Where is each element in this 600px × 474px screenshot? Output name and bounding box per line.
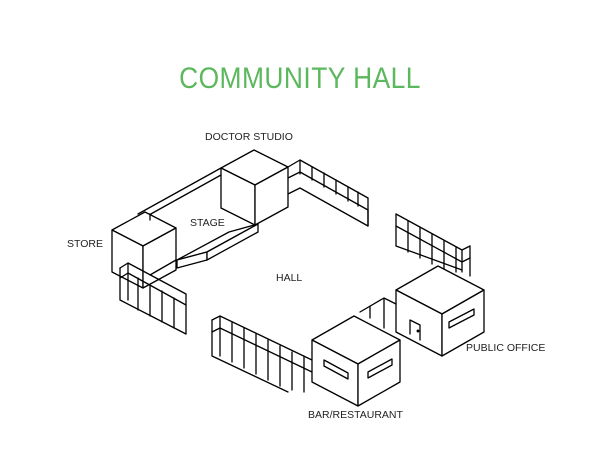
railing-bottom-left xyxy=(120,263,186,334)
doctor-studio-block xyxy=(221,150,288,225)
railing-top-right xyxy=(288,160,368,226)
railing-bottom-center xyxy=(212,316,312,392)
public-office-block xyxy=(396,266,484,356)
back-left-wall xyxy=(138,168,221,220)
label-doctor-studio: DOCTOR STUDIO xyxy=(205,131,293,143)
label-store: STORE xyxy=(67,238,103,250)
label-bar-restaurant: BAR/RESTAURANT xyxy=(308,409,403,421)
stage-platform xyxy=(150,224,258,275)
bar-restaurant-block xyxy=(312,316,400,406)
label-public-office: PUBLIC OFFICE xyxy=(466,342,546,354)
diagram-title: COMMUNITY HALL xyxy=(179,62,421,95)
connector-wall xyxy=(360,298,396,328)
label-hall: HALL xyxy=(276,272,303,284)
label-stage: STAGE xyxy=(190,217,225,229)
railing-right xyxy=(396,214,470,276)
